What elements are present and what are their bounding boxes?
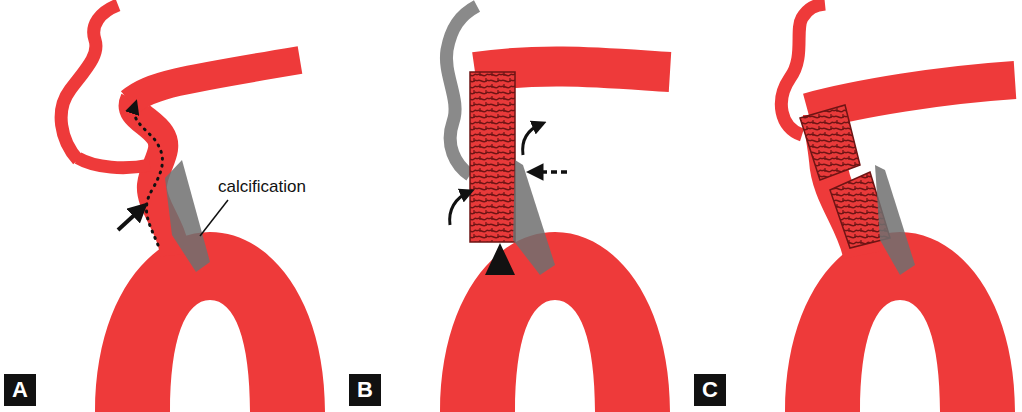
panel-letter-box: B <box>349 374 381 406</box>
stent <box>470 72 515 242</box>
panel-letter: C <box>702 379 718 401</box>
panel-b <box>440 6 670 412</box>
panel-c <box>781 4 1015 412</box>
curved-arrow <box>523 124 541 155</box>
calcification-plaque <box>165 160 210 272</box>
panel-a <box>61 5 325 412</box>
aortic-arch <box>95 232 325 412</box>
carotid-artery <box>61 5 118 160</box>
panel-letter-box: C <box>694 374 726 406</box>
annotation-label: calcification <box>218 178 306 197</box>
triangle-marker <box>485 243 515 275</box>
dotted-path-arrow <box>134 105 162 245</box>
stent-upper <box>800 105 860 180</box>
carotid-origin <box>78 158 150 168</box>
leader-line <box>200 200 228 236</box>
calcification-plaque <box>513 160 555 275</box>
subclavian-artery <box>475 67 670 72</box>
aortic-arch <box>440 232 670 412</box>
kink-arrow <box>118 208 142 230</box>
panel-letter: B <box>357 379 373 401</box>
curved-arrow <box>450 192 469 225</box>
calcification-plaque <box>875 165 915 275</box>
panel-letter: A <box>12 379 28 401</box>
panel-letter-box: A <box>4 374 36 406</box>
dashed-arrow <box>533 170 567 174</box>
subclavian-artery <box>130 60 300 102</box>
